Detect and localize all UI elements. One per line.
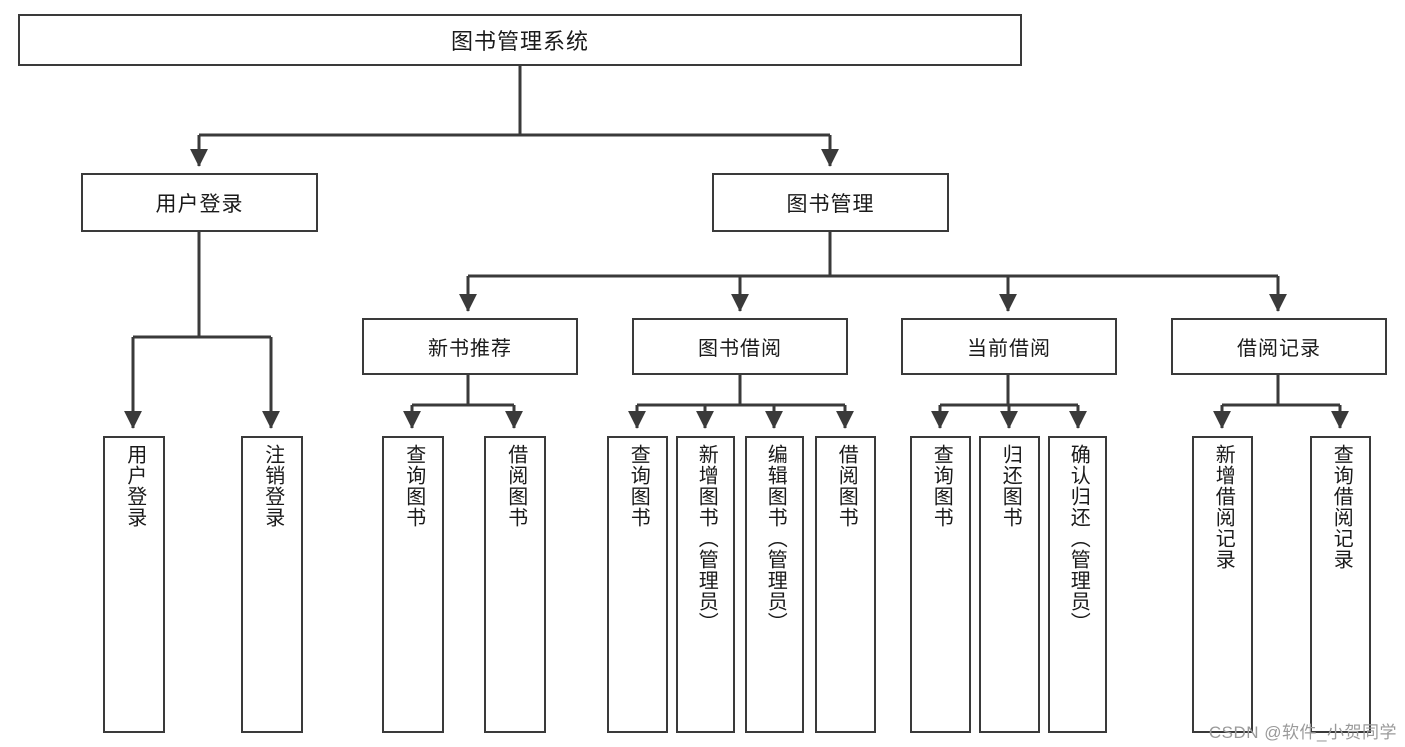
- leaf-add-book[interactable]: 新增图书（管理员）: [676, 436, 735, 733]
- leaf-query-book-1-label: 查询图书: [402, 444, 425, 528]
- leaf-add-record-label: 新增借阅记录: [1212, 444, 1235, 570]
- leaf-query-book-3-label: 查询图书: [930, 444, 953, 528]
- leaf-query-book-2-label: 查询图书: [627, 444, 650, 528]
- node-user-login-label: 用户登录: [155, 192, 244, 216]
- node-borrow-record[interactable]: 借阅记录: [1171, 318, 1387, 375]
- csdn-watermark: CSDN @软件_小贺同学: [1208, 723, 1397, 742]
- leaf-logout[interactable]: 注销登录: [241, 436, 303, 733]
- leaf-query-book-3[interactable]: 查询图书: [910, 436, 971, 733]
- leaf-query-book-2[interactable]: 查询图书: [607, 436, 668, 733]
- leaf-query-record-label: 查询借阅记录: [1330, 444, 1353, 570]
- leaf-user-login-label: 用户登录: [123, 444, 146, 528]
- leaf-borrow-book-1-label: 借阅图书: [504, 444, 527, 528]
- leaf-user-login[interactable]: 用户登录: [103, 436, 165, 733]
- leaf-borrow-book-2-label: 借阅图书: [835, 444, 858, 528]
- leaf-edit-book[interactable]: 编辑图书（管理员）: [745, 436, 804, 733]
- leaf-add-book-label: 新增图书（管理员）: [695, 444, 718, 633]
- leaf-query-book-1[interactable]: 查询图书: [382, 436, 444, 733]
- leaf-confirm-return[interactable]: 确认归还（管理员）: [1048, 436, 1107, 733]
- leaf-borrow-book-1[interactable]: 借阅图书: [484, 436, 546, 733]
- node-book-manage-label: 图书管理: [786, 192, 875, 216]
- leaf-add-record[interactable]: 新增借阅记录: [1192, 436, 1253, 733]
- leaf-logout-label: 注销登录: [261, 444, 284, 528]
- node-user-login[interactable]: 用户登录: [81, 173, 318, 232]
- node-borrow-record-label: 借阅记录: [1237, 338, 1321, 360]
- leaf-return-book-label: 归还图书: [999, 444, 1022, 528]
- node-book-borrow-label: 图书借阅: [698, 338, 782, 360]
- node-current-borrow-label: 当前借阅: [967, 338, 1051, 360]
- leaf-edit-book-label: 编辑图书（管理员）: [764, 444, 787, 633]
- leaf-query-record[interactable]: 查询借阅记录: [1310, 436, 1371, 733]
- node-book-manage[interactable]: 图书管理: [712, 173, 949, 232]
- node-new-book-recommend[interactable]: 新书推荐: [362, 318, 578, 375]
- node-root[interactable]: 图书管理系统: [18, 14, 1022, 66]
- node-new-book-recommend-label: 新书推荐: [428, 338, 512, 360]
- leaf-confirm-return-label: 确认归还（管理员）: [1067, 444, 1090, 633]
- node-root-label: 图书管理系统: [450, 29, 589, 54]
- node-book-borrow[interactable]: 图书借阅: [632, 318, 848, 375]
- leaf-return-book[interactable]: 归还图书: [979, 436, 1040, 733]
- leaf-borrow-book-2[interactable]: 借阅图书: [815, 436, 876, 733]
- node-current-borrow[interactable]: 当前借阅: [901, 318, 1117, 375]
